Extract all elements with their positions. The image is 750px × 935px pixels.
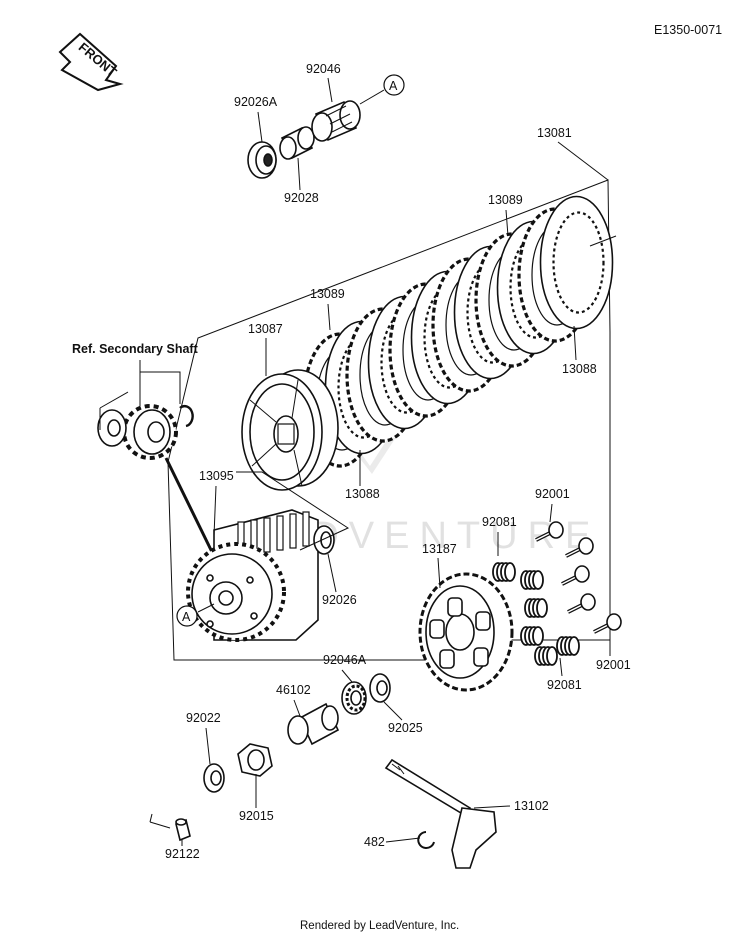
bearing-92046a xyxy=(341,681,367,715)
washer-92026a xyxy=(247,141,277,179)
front-arrow-tag: FRONT xyxy=(58,32,124,92)
label-92046: 92046 xyxy=(306,62,341,76)
label-92025: 92025 xyxy=(388,721,423,735)
label-92122: 92122 xyxy=(165,847,200,861)
label-92026: 92026 xyxy=(322,593,357,607)
clutch-hub-13087 xyxy=(241,369,339,491)
clutch-plate-stack xyxy=(302,195,614,468)
circlip-secondary-shaft xyxy=(179,405,194,428)
callout-a-top-letter: A xyxy=(389,79,398,93)
label-92015: 92015 xyxy=(239,809,274,823)
label-92081-bottom: 92081 xyxy=(547,678,582,692)
washer-92025 xyxy=(369,673,391,703)
label-92046a: 92046A xyxy=(323,653,367,667)
release-shaft-13102 xyxy=(384,758,497,869)
label-482: 482 xyxy=(364,835,385,849)
circlip-482 xyxy=(417,831,435,849)
label-13087: 13087 xyxy=(248,322,283,336)
diagram-code: E1350-0071 xyxy=(654,23,722,37)
ref-secondary-shaft-label: Ref. Secondary Shaft xyxy=(72,342,199,356)
label-92026a: 92026A xyxy=(234,95,278,109)
label-13088-bottom: 13088 xyxy=(345,487,380,501)
secondary-shaft-gear xyxy=(122,404,178,460)
washer-92026 xyxy=(313,525,335,555)
label-92028: 92028 xyxy=(284,191,319,205)
label-13081: 13081 xyxy=(537,126,572,140)
footer-credit: Rendered by LeadVenture, Inc. xyxy=(300,920,459,932)
washer-secondary-shaft xyxy=(97,409,127,447)
label-13187: 13187 xyxy=(422,542,457,556)
pressure-plate-13187 xyxy=(418,572,514,692)
label-92001-top: 92001 xyxy=(535,487,570,501)
bolts-92001 xyxy=(535,521,622,634)
nut-92015 xyxy=(237,743,273,777)
label-13089-mid: 13089 xyxy=(310,287,345,301)
label-92022: 92022 xyxy=(186,711,221,725)
pin-92122 xyxy=(175,818,191,842)
label-13089-top: 13089 xyxy=(488,193,523,207)
callout-a-housing-letter: A xyxy=(182,610,191,624)
washer-92022 xyxy=(203,763,225,793)
clutch-housing-13095 xyxy=(186,509,319,642)
label-13088-right: 13088 xyxy=(562,362,597,376)
callout-a-housing: A xyxy=(176,605,198,627)
label-13095: 13095 xyxy=(199,469,234,483)
label-13102: 13102 xyxy=(514,799,549,813)
springs-92081 xyxy=(492,562,580,666)
needle-bearing-92046 xyxy=(311,100,361,142)
callout-a-top: A xyxy=(383,74,405,96)
label-92001-bottom: 92001 xyxy=(596,658,631,672)
collar-46102 xyxy=(287,702,340,746)
label-92081-top: 92081 xyxy=(482,515,517,529)
label-46102: 46102 xyxy=(276,683,311,697)
collar-92028 xyxy=(279,126,315,160)
